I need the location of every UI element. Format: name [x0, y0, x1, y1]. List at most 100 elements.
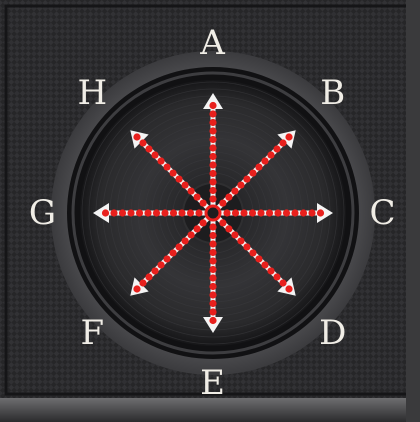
red-dot [267, 267, 274, 274]
red-dot [209, 274, 216, 281]
red-dot [187, 209, 194, 216]
red-dot [274, 209, 281, 216]
red-dot [209, 187, 216, 194]
red-dot [261, 261, 268, 268]
red-dot [209, 161, 216, 168]
red-dot [255, 255, 262, 262]
direction-label-d: D [319, 313, 347, 353]
red-dot [279, 139, 286, 146]
red-dot [200, 219, 207, 226]
direction-label-a: A [199, 23, 226, 63]
red-dot [153, 209, 160, 216]
red-dot [139, 279, 146, 286]
red-dot [308, 209, 315, 216]
red-dot [317, 209, 324, 216]
red-dot [145, 273, 152, 280]
red-dot [170, 209, 177, 216]
red-dot [209, 240, 216, 247]
red-dot [231, 187, 238, 194]
red-dot [209, 257, 216, 264]
red-dot [136, 209, 143, 216]
red-dot [195, 209, 202, 216]
red-dot [187, 231, 194, 238]
red-dot [161, 209, 168, 216]
red-dot [209, 136, 216, 143]
direction-label-h: H [77, 73, 108, 113]
red-dot [209, 300, 216, 307]
red-dot [232, 209, 239, 216]
red-dot [133, 133, 140, 140]
red-dot [144, 209, 151, 216]
red-dot [193, 193, 200, 200]
red-dot [291, 209, 298, 216]
red-dot [209, 308, 216, 315]
red-dot [231, 231, 238, 238]
red-dot [187, 187, 194, 194]
red-dot [219, 200, 226, 207]
red-dot [200, 200, 207, 207]
red-dot [209, 283, 216, 290]
red-dot [257, 209, 264, 216]
red-dot [139, 139, 146, 146]
red-dot [110, 209, 117, 216]
red-dot [209, 266, 216, 273]
red-dot [151, 151, 158, 158]
red-dot [285, 133, 292, 140]
red-dot [102, 209, 109, 216]
red-dot [273, 273, 280, 280]
red-dot [163, 163, 170, 170]
red-dot [243, 175, 250, 182]
red-dot [151, 267, 158, 274]
red-dot [209, 127, 216, 134]
red-dot [127, 209, 134, 216]
red-dot [285, 285, 292, 292]
red-dot [193, 225, 200, 232]
red-dot [255, 163, 262, 170]
red-dot [209, 102, 216, 109]
red-dot [169, 169, 176, 176]
direction-label-g: G [29, 193, 57, 233]
red-dot [240, 209, 247, 216]
red-dot [209, 317, 216, 324]
red-dot [175, 175, 182, 182]
red-dot [219, 219, 226, 226]
red-dot [225, 225, 232, 232]
red-dot [209, 153, 216, 160]
red-dot [209, 144, 216, 151]
red-dot [169, 249, 176, 256]
direction-label-c: C [369, 193, 396, 233]
red-dot [209, 291, 216, 298]
direction-label-e: E [200, 363, 226, 403]
red-dot [209, 170, 216, 177]
red-dot [209, 249, 216, 256]
red-dot [249, 209, 256, 216]
red-dot [300, 209, 307, 216]
red-dot [119, 209, 126, 216]
red-dot [209, 232, 216, 239]
red-dot [157, 261, 164, 268]
red-dot [181, 181, 188, 188]
red-dot [267, 151, 274, 158]
red-dot [209, 178, 216, 185]
red-dot [237, 181, 244, 188]
red-dot [266, 209, 273, 216]
red-dot [225, 193, 232, 200]
red-dot [145, 145, 152, 152]
red-dot [243, 243, 250, 250]
red-dot [223, 209, 230, 216]
red-dot [261, 157, 268, 164]
red-dot [273, 145, 280, 152]
red-dot [157, 157, 164, 164]
red-dot [178, 209, 185, 216]
red-dot [209, 119, 216, 126]
cabinet-right-edge [406, 0, 420, 422]
red-dot [175, 243, 182, 250]
red-dot [133, 285, 140, 292]
red-dot [249, 169, 256, 176]
red-dot [163, 255, 170, 262]
direction-label-f: F [80, 313, 105, 353]
red-dot [249, 249, 256, 256]
red-dot [209, 195, 216, 202]
red-dot [237, 237, 244, 244]
